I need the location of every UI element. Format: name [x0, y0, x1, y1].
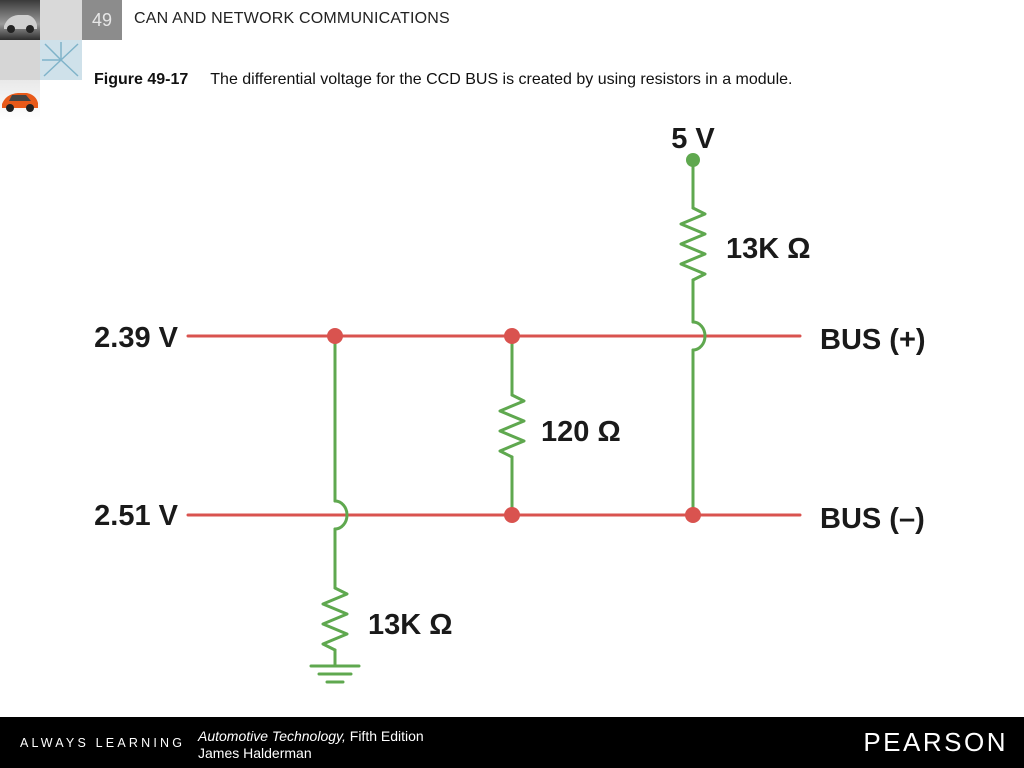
- supply-node: [686, 153, 700, 167]
- figure-label: Figure 49-17: [94, 71, 189, 88]
- bus-plus-label: BUS (+): [820, 324, 926, 356]
- bus-minus-voltage: 2.51 V: [94, 500, 178, 532]
- junction-node-plus-left: [327, 328, 343, 344]
- book-title: Automotive Technology,: [198, 728, 346, 744]
- junction-node-minus-right: [685, 507, 701, 523]
- publisher-logo: PEARSON: [863, 727, 1008, 757]
- figure-caption: Figure 49-17 The differential voltage for…: [94, 71, 792, 89]
- middle-resistor-label: 120 Ω: [541, 416, 621, 448]
- bus-minus-label: BUS (–): [820, 503, 925, 535]
- termination-branch: [498, 334, 526, 517]
- header-graphic-block: [40, 40, 82, 80]
- book-info: Automotive Technology, Fifth Edition Jam…: [198, 728, 424, 762]
- header-gray-block: [40, 0, 82, 40]
- supply-voltage-label: 5 V: [671, 123, 715, 155]
- footer-bar: ALWAYS LEARNING Automotive Technology, F…: [0, 717, 1024, 768]
- book-author: James Halderman: [198, 745, 312, 761]
- chapter-title: CAN AND NETWORK COMMUNICATIONS: [134, 10, 450, 27]
- car-thumbnail-red: [0, 80, 40, 120]
- wiring: [186, 158, 802, 684]
- footer-tagline: ALWAYS LEARNING: [20, 736, 186, 750]
- top-resistor-label: 13K Ω: [726, 233, 811, 265]
- junction-node-minus-middle: [504, 507, 520, 523]
- decorative-thumbnail: [0, 40, 40, 80]
- junction-node-plus-middle: [504, 328, 520, 344]
- pullup-branch: [679, 158, 707, 517]
- chapter-number: 49: [82, 0, 122, 40]
- caption-text: The differential voltage for the CCD BUS…: [210, 71, 793, 88]
- car-thumbnail-silver: [0, 0, 40, 40]
- bus-plus-voltage: 2.39 V: [94, 322, 178, 354]
- bottom-resistor-label: 13K Ω: [368, 609, 453, 641]
- book-edition: Fifth Edition: [349, 728, 424, 744]
- pulldown-branch: [309, 334, 361, 684]
- ccd-bus-circuit-diagram: 5 V 13K Ω 120 Ω 13K Ω 2.39 V 2.51 V BUS …: [94, 123, 926, 684]
